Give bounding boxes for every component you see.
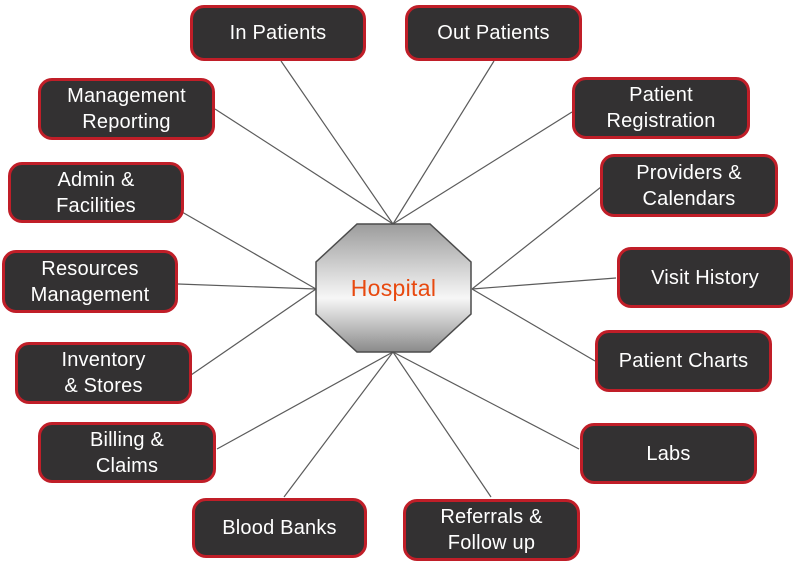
- node-out-patients: Out Patients: [405, 5, 582, 61]
- node-label-line: Resources: [41, 257, 139, 280]
- connector-inventory-stores: [190, 288, 317, 376]
- node-label-line: Visit History: [651, 266, 759, 289]
- node-label-line: Claims: [95, 454, 159, 477]
- connector-in-patients: [280, 60, 394, 225]
- node-label-line: Registration: [606, 110, 716, 132]
- connector-referrals-followup: [392, 351, 492, 498]
- node-label-line: Patient Charts: [618, 350, 749, 372]
- connector-resources-management: [177, 283, 317, 290]
- hospital-center-label: Hospital: [350, 274, 437, 301]
- connector-labs: [392, 351, 580, 450]
- node-label-line: Calendars: [642, 187, 736, 210]
- node-label-line: & Stores: [64, 375, 143, 397]
- node-label-line: Management: [30, 283, 150, 306]
- node-label-line: Reporting: [82, 111, 171, 133]
- connector-visit-history: [471, 277, 617, 290]
- node-providers-calendars: Providers & Calendars: [600, 154, 778, 217]
- connector-blood-banks: [283, 351, 394, 498]
- node-referrals-followup: Referrals & Follow up: [403, 499, 580, 561]
- node-label-line: Facilities: [56, 194, 136, 217]
- node-label-line: Billing &: [89, 428, 165, 451]
- node-label-line: Referrals &: [440, 506, 543, 528]
- node-label-line: Blood Banks: [222, 517, 337, 539]
- node-inventory-stores: Inventory & Stores: [15, 342, 192, 404]
- node-label-line: In Patients: [229, 22, 327, 44]
- connector-patient-charts: [471, 288, 596, 362]
- node-label-line: Follow up: [447, 532, 536, 554]
- connector-out-patients: [392, 60, 495, 225]
- node-label-line: Inventory: [61, 349, 146, 371]
- hospital-octagon-shape: [315, 223, 472, 353]
- node-blood-banks: Blood Banks: [192, 498, 367, 558]
- connector-lines-group: [177, 60, 617, 498]
- node-billing-claims: Billing & Claims: [38, 422, 216, 483]
- node-label-line: Labs: [646, 442, 691, 465]
- node-label-line: Admin &: [57, 168, 135, 191]
- node-patient-charts: Patient Charts: [595, 330, 772, 392]
- node-in-patients: In Patients: [190, 5, 366, 61]
- node-label-line: Providers &: [636, 161, 742, 184]
- connector-billing-claims: [216, 351, 394, 450]
- node-labs: Labs: [580, 423, 757, 484]
- node-label-line: Management: [67, 85, 186, 107]
- connector-admin-facilities: [181, 211, 317, 290]
- connector-management-reporting: [214, 108, 394, 225]
- connector-providers-calendars: [471, 186, 602, 290]
- connector-patient-registration: [392, 111, 573, 225]
- node-label-line: Out Patients: [437, 22, 550, 44]
- node-admin-facilities: Admin & Facilities: [8, 162, 184, 223]
- node-visit-history: Visit History: [617, 247, 793, 308]
- node-label-line: Patient: [629, 84, 693, 106]
